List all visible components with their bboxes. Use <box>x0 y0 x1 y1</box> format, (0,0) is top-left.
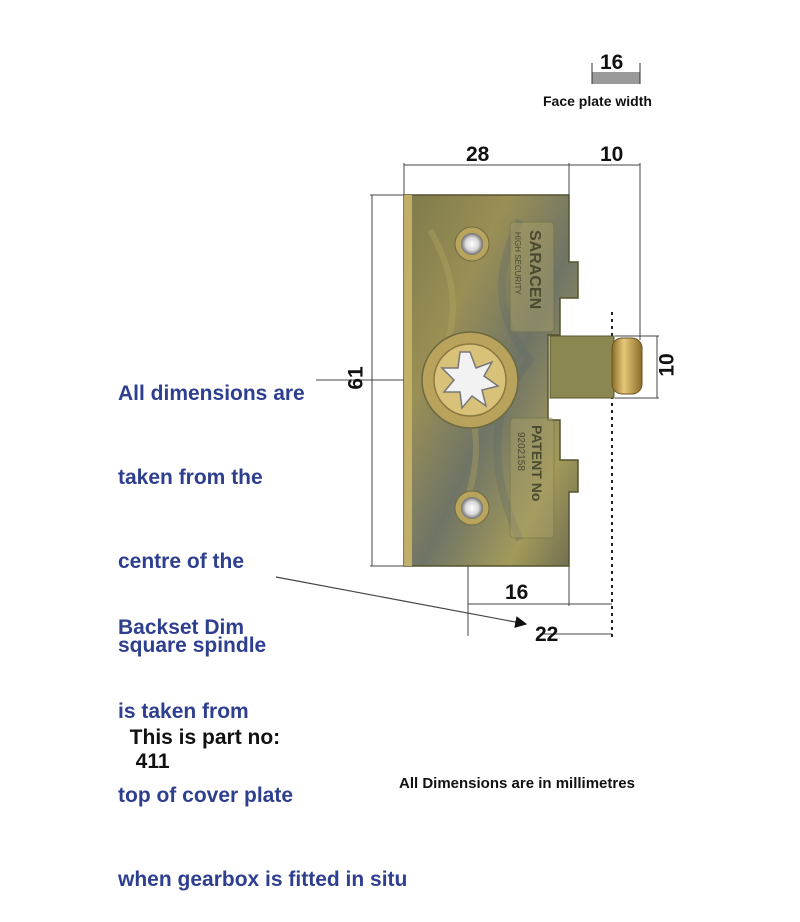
spindle-note-line: square spindle <box>118 634 267 657</box>
spindle-note-line: taken from the <box>118 466 263 489</box>
spindle-note-line: All dimensions are <box>118 382 305 405</box>
face-plate-width-value: 16 <box>600 51 624 74</box>
dim-backset-total: 22 <box>535 623 559 646</box>
dim-height: 61 <box>344 366 368 390</box>
units-footnote: All Dimensions are in millimetres <box>399 775 635 792</box>
spindle-hub <box>421 331 519 429</box>
subbrand-engraving: HIGH SECURITY <box>513 232 522 295</box>
spindle-note-line: centre of the <box>118 550 245 573</box>
backset-leader-arrow <box>275 576 528 628</box>
patent-engraving: PATENT No <box>529 425 545 501</box>
spindle-note: All dimensions are taken from the centre… <box>118 324 305 688</box>
bolt-pin <box>549 335 643 399</box>
part-number-line: This is part no: 411 <box>118 702 281 774</box>
backset-note-line: Backset Dim <box>118 616 245 639</box>
backset-note-line: when gearbox is fitted in situ <box>118 868 408 891</box>
backset-note-line: is taken from <box>118 700 249 723</box>
part-number-value: 411 <box>135 750 170 773</box>
dimension-lines <box>316 163 659 636</box>
backset-note-line: top of cover plate <box>118 784 294 807</box>
gearbox-diagram: SARACEN HIGH SECURITY PATENT No 9202158 <box>275 63 659 640</box>
patent-number-engraving: 9202158 <box>515 432 526 471</box>
dim-pin-height: 10 <box>655 353 679 377</box>
dim-top-body: 28 <box>466 143 490 166</box>
brand-engraving: SARACEN <box>526 230 543 309</box>
face-plate-swatch <box>592 72 640 84</box>
part-number-label: This is part no: <box>129 726 281 749</box>
dim-top-extension: 10 <box>600 143 624 166</box>
face-plate-width-caption: Face plate width <box>543 93 652 109</box>
dim-backset-cover: 16 <box>505 581 529 604</box>
